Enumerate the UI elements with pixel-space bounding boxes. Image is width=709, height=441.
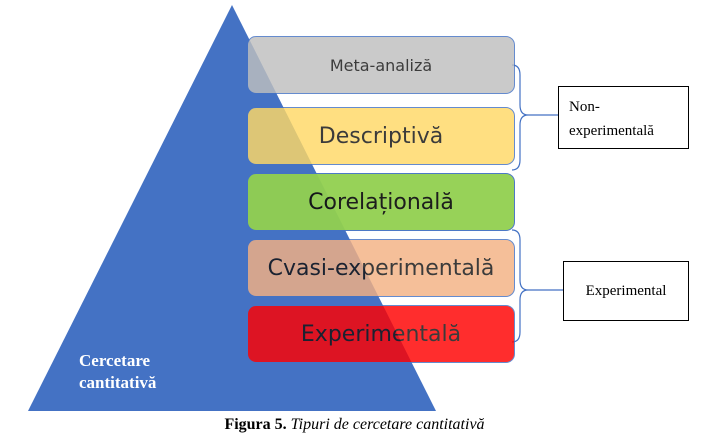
level-meta-analysis: Meta-analiză [247,36,515,94]
group-label-non-experimental: Non-experimentală [569,99,654,139]
caption-number: Figura 5. [224,416,287,433]
figure-caption: Figura 5. Tipuri de cercetare cantitativ… [0,416,709,434]
level-experimental-label: Experimentală [300,321,462,347]
caption-text: Tipuri de cercetare cantitativă [290,416,485,433]
level-experimental: Experimentală [247,305,515,363]
level-correlational-label: Corelațională [308,189,454,215]
level-descriptive: Descriptivă [247,107,515,165]
level-quasi-experimental: Cvasi-experimentală [247,239,515,297]
pyramid-base-label: Cercetare cantitativă [79,351,157,392]
level-quasi-experimental-label: Cvasi-experimentală [267,255,495,281]
level-meta-analysis-label: Meta-analiză [329,55,433,75]
group-label-experimental: Experimental [585,282,667,299]
group-box-experimental: Experimental [563,261,689,321]
level-descriptive-label: Descriptivă [318,123,444,149]
group-box-non-experimental: Non-experimentală [558,86,689,149]
level-correlational: Corelațională [247,173,515,231]
